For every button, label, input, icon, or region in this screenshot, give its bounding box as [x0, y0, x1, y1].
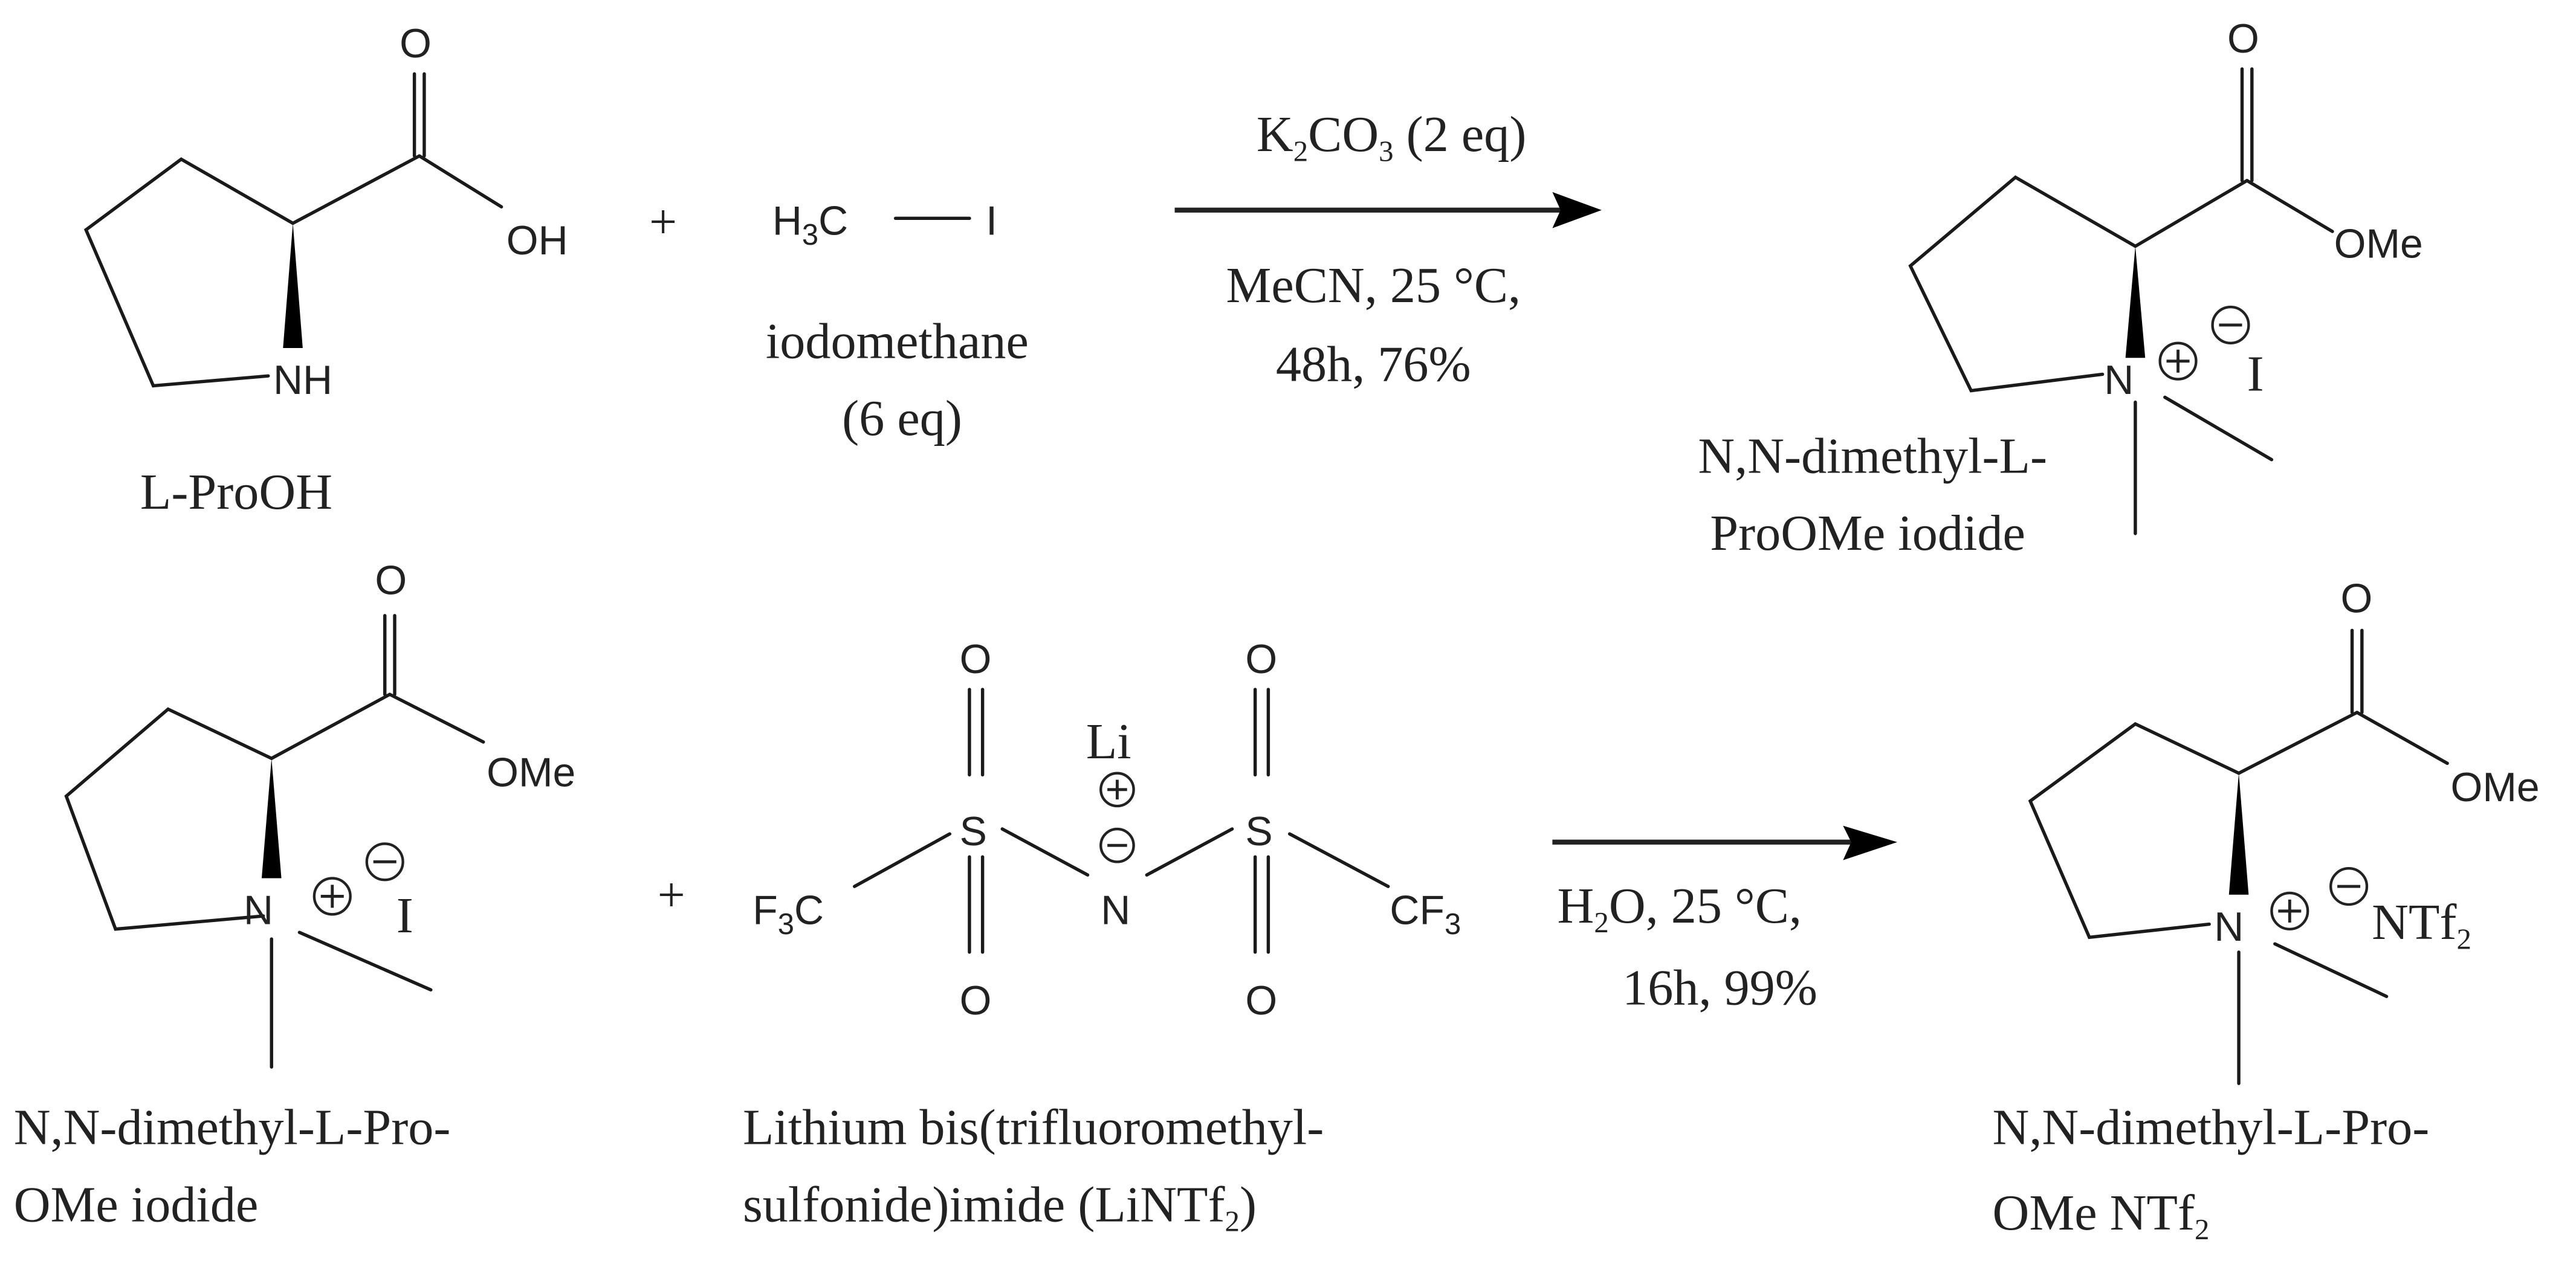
atom-s-left: S: [960, 809, 987, 854]
atom-n: N: [2104, 358, 2134, 403]
atom-ome: OMe: [487, 750, 575, 795]
atom-o: O: [1245, 637, 1277, 682]
lintf2-label-line-2: sulfonide)imide (LiNTf2): [743, 1176, 1257, 1237]
reagent-k2co3: K2CO3 (2 eq): [1257, 106, 1527, 167]
reaction-arrow-2: [1552, 825, 1897, 860]
atom-ome: OMe: [2334, 222, 2423, 267]
product-2-label-line-2: OMe NTf2: [1993, 1185, 2210, 1246]
svg-text:CF3: CF3: [1390, 888, 1461, 941]
counterion-ntf2: NTf2: [2372, 894, 2471, 955]
conditions-line-2: 16h, 99%: [1622, 960, 1817, 1016]
atom-n: N: [2214, 904, 2244, 950]
subscript: 3: [802, 219, 818, 251]
l-proline-structure: O OH NH: [83, 21, 568, 403]
atom-oh: OH: [506, 218, 568, 263]
atom-o: O: [2227, 16, 2259, 62]
iodomethane-structure: H3C I: [772, 199, 997, 251]
product-1-structure: O OMe N I: [1908, 16, 2423, 535]
conditions-line-1: H2O, 25 °C,: [1558, 878, 1802, 939]
plus-charge-icon: [2158, 341, 2198, 381]
lintf2-label-line-1: Lithium bis(trifluoromethyl-: [743, 1100, 1324, 1156]
atom-ome: OMe: [2451, 765, 2540, 810]
product-1-label-line-2: ProOMe iodide: [1710, 505, 2025, 561]
atom-h: H: [772, 199, 802, 244]
plus-sign: +: [649, 194, 677, 249]
atom-c: C: [818, 199, 848, 244]
iodomethane-label: iodomethane: [766, 313, 1029, 369]
atom-o: O: [400, 21, 432, 66]
atom-n: N: [244, 888, 273, 933]
minus-charge-icon: [2211, 305, 2250, 345]
l-proline-label: L-ProOH: [140, 464, 332, 520]
plus-charge-icon: [1099, 772, 1135, 808]
minus-charge-icon: [1099, 827, 1135, 863]
atom-o: O: [375, 558, 407, 604]
reactant-iodide-label-line-2: OMe iodide: [14, 1176, 259, 1233]
atom-li: Li: [1086, 714, 1131, 770]
product-1-label-line-1: N,N-dimethyl-L-: [1698, 428, 2047, 484]
atom-nh: NH: [273, 358, 332, 403]
atom-f: F: [752, 888, 777, 933]
atom-iodide: I: [396, 888, 413, 944]
atom-n: N: [1101, 888, 1130, 933]
atom-iodide: I: [2247, 346, 2264, 402]
svg-text:F3C: F3C: [752, 888, 824, 941]
plus-sign: +: [658, 867, 685, 922]
conditions-line-2: 48h, 76%: [1276, 336, 1471, 392]
conditions-line-1: MeCN, 25 °C,: [1226, 257, 1521, 314]
svg-text:H3C: H3C: [772, 199, 848, 251]
minus-charge-icon: [2329, 867, 2369, 906]
product-2-structure: O OMe N NTf2: [2028, 576, 2540, 1085]
atom-o: O: [960, 978, 992, 1024]
atom-o: O: [2341, 576, 2373, 621]
atom-cf: CF: [1390, 888, 1445, 933]
reaction-arrow-1: [1174, 192, 1602, 228]
atom-o: O: [960, 637, 992, 682]
atom-i: I: [986, 199, 997, 244]
lintf2-structure: S O O S O O N F3C CF3 Li: [752, 637, 1461, 1024]
plus-charge-icon: [2270, 891, 2309, 930]
reactant-iodide-structure: O OMe N I: [64, 558, 575, 1069]
reactant-iodide-label-line-1: N,N-dimethyl-L-Pro-: [14, 1100, 451, 1156]
plus-charge-icon: [312, 877, 352, 916]
product-2-label-line-1: N,N-dimethyl-L-Pro-: [1993, 1100, 2430, 1156]
atom-o: O: [1245, 978, 1277, 1024]
atom-s-right: S: [1245, 809, 1272, 854]
minus-charge-icon: [365, 842, 404, 882]
iodomethane-equiv: (6 eq): [842, 390, 962, 447]
